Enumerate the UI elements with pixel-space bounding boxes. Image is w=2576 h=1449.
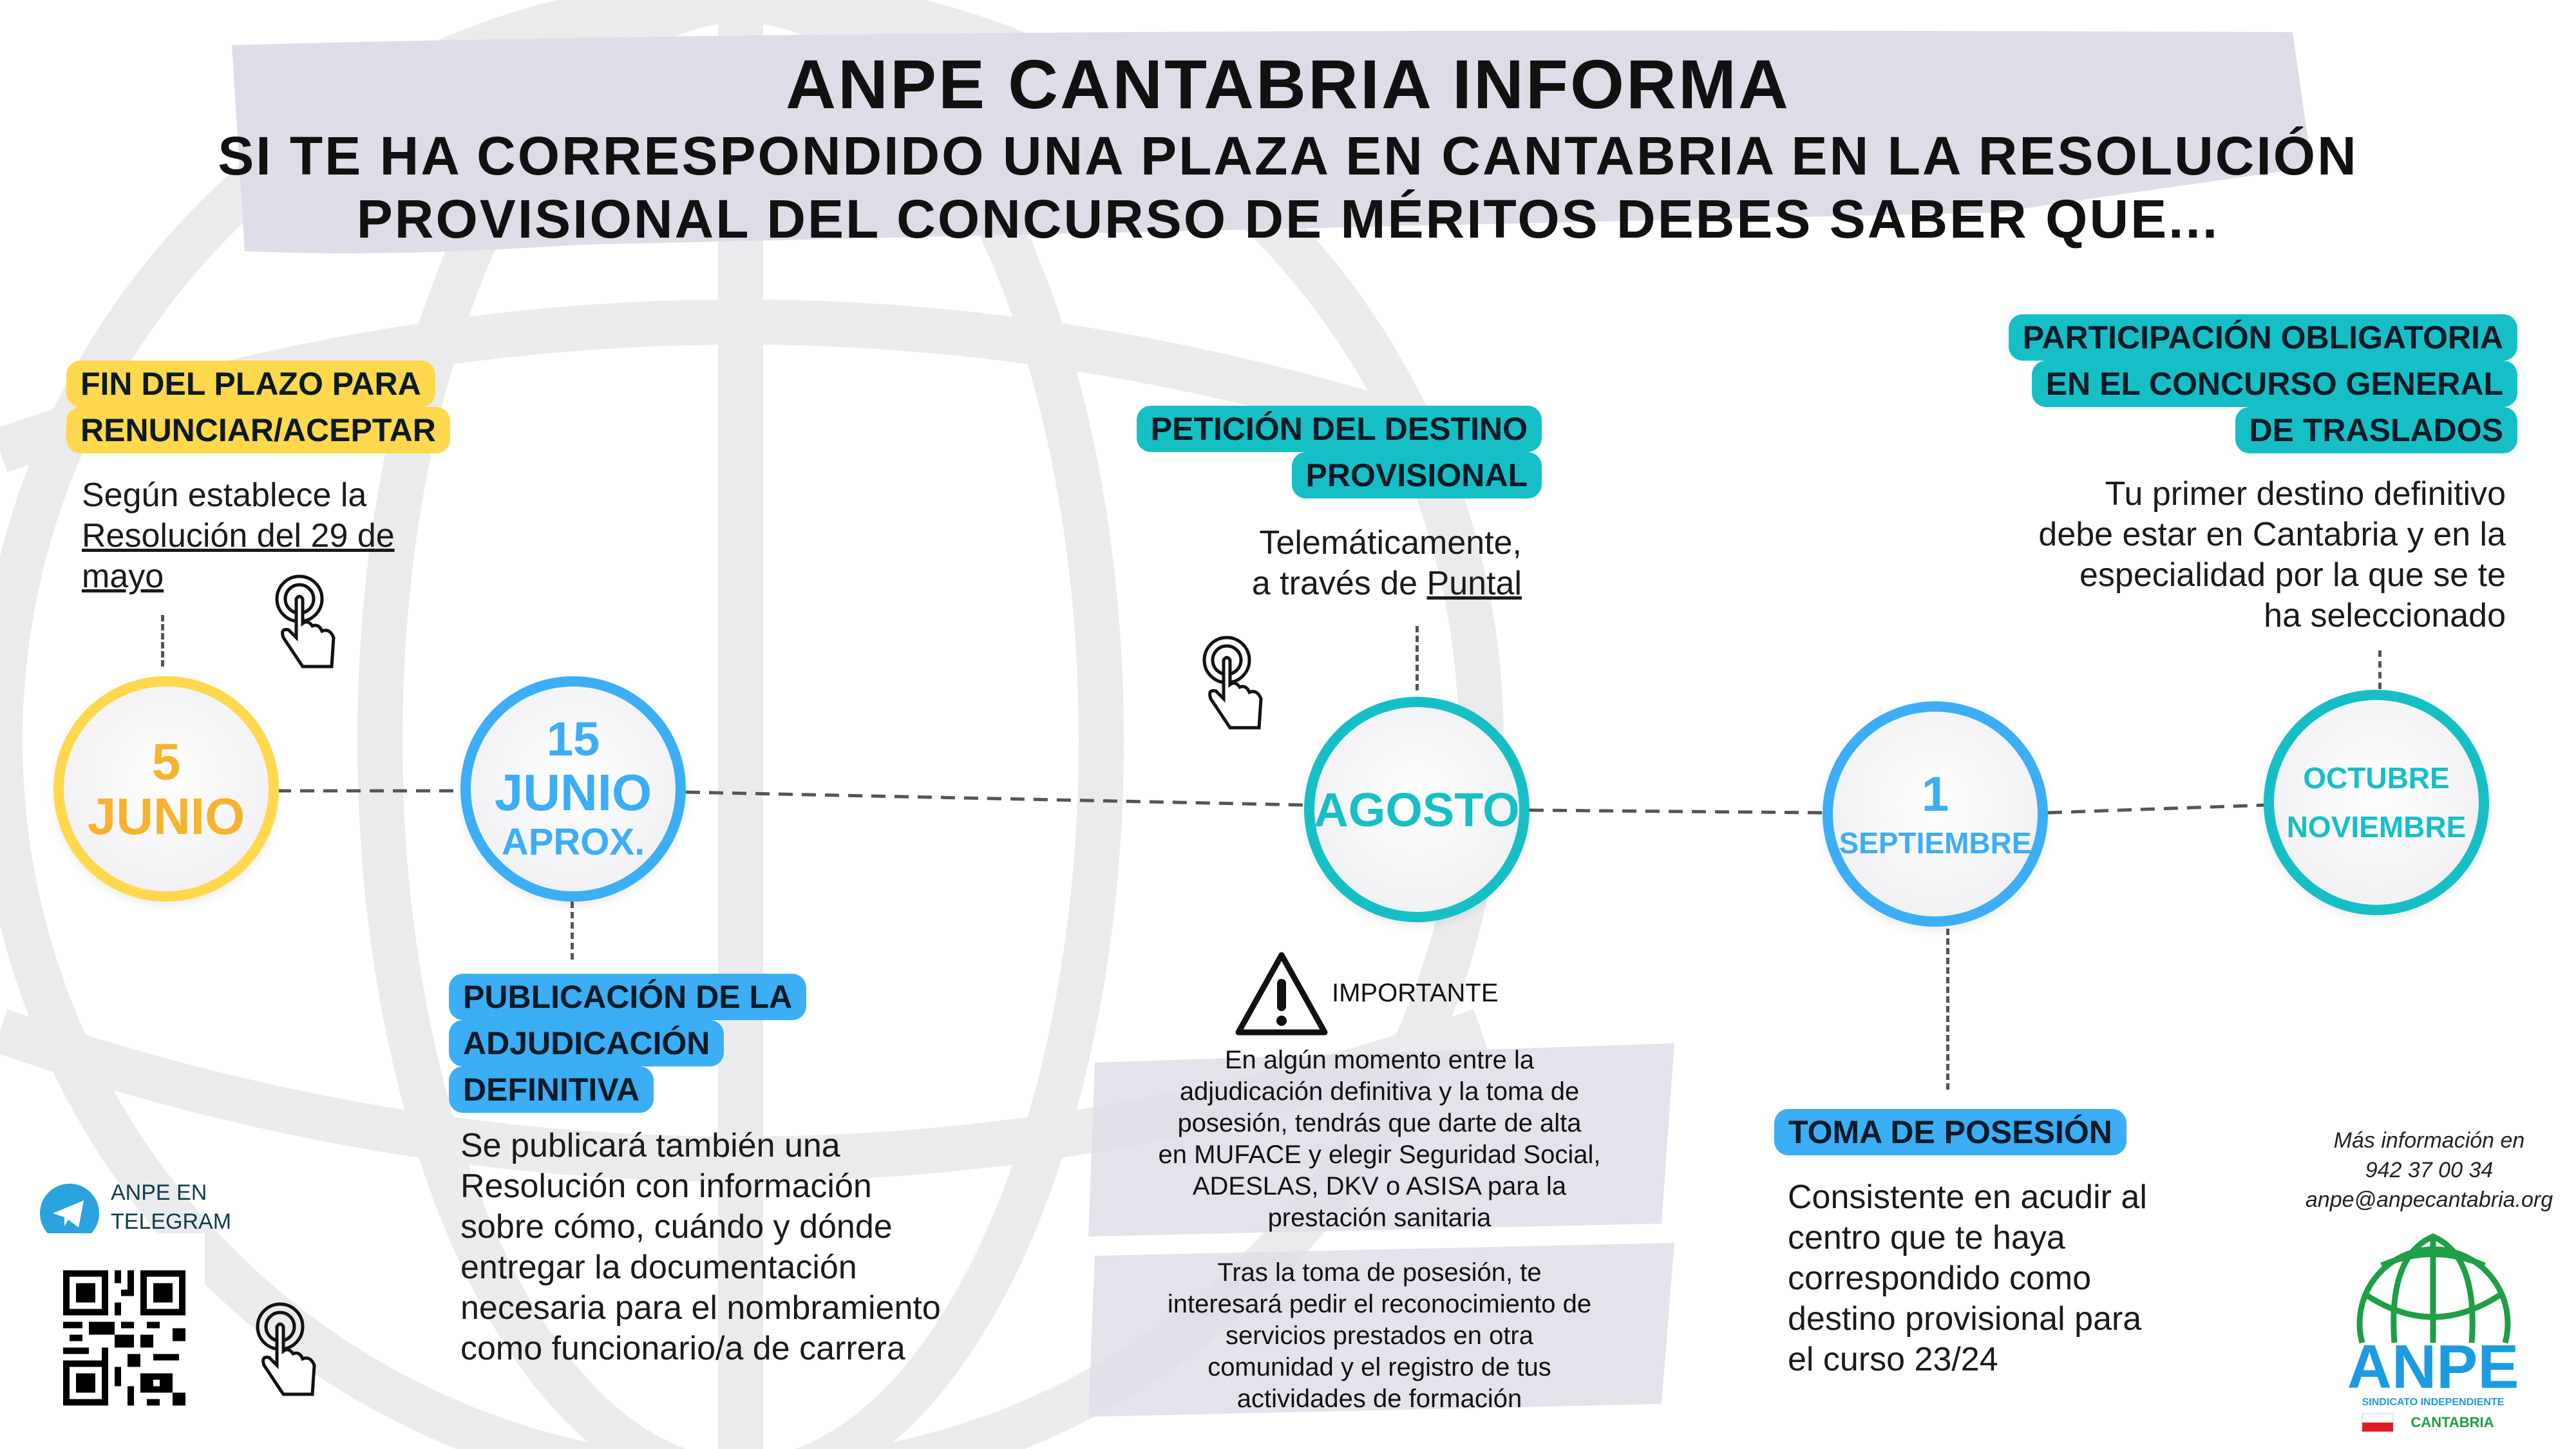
milestone-octubre-noviembre: OCTUBRE NOVIEMBRE [2264, 690, 2489, 915]
connector [2378, 650, 2382, 689]
resolucion-link-cont[interactable]: mayo [82, 558, 164, 595]
text-line: En algún momento entre la [1224, 1046, 1535, 1074]
text-line: ADESLAS, DKV o ASISA para la [1192, 1172, 1567, 1200]
milestone-day: 1 [1921, 767, 1949, 822]
page-subtitle-line2: PROVISIONAL DEL CONCURSO DE MÉRITOS DEBE… [356, 189, 2220, 249]
text-line: comunidad y el registro de tus [1208, 1353, 1551, 1381]
tap-hand-icon[interactable] [1198, 634, 1269, 731]
text-participacion: Tu primer destino definitivo debe estar … [2038, 474, 2506, 636]
importante-para2: Tras la toma de posesión, te interesará … [1122, 1257, 1637, 1415]
text-line: sobre cómo, cuándo y dónde [460, 1208, 893, 1245]
logo-region: CANTABRIA [2410, 1414, 2494, 1430]
label-line: PROVISIONAL [1291, 452, 1542, 498]
label-participacion: PARTICIPACIÓN OBLIGATORIA EN EL CONCURSO… [2008, 314, 2517, 453]
tap-hand-icon[interactable] [270, 573, 341, 670]
label-publicacion: PUBLICACIÓN DE LA ADJUDICACIÓN DEFINITIV… [449, 974, 807, 1113]
milestone-1-septiembre: 1 SEPTIEMBRE [1823, 701, 2048, 927]
puntal-link[interactable]: Puntal [1426, 565, 1522, 602]
text-line: Telemáticamente, [1259, 524, 1522, 562]
text-line: Tu primer destino definitivo [2105, 475, 2506, 513]
text-line: servicios prestados en otra [1225, 1321, 1533, 1350]
text-line: destino provisional para [1788, 1300, 2142, 1338]
text-line: correspondido como [1788, 1260, 2092, 1297]
telegram-icon[interactable] [40, 1184, 99, 1243]
label-line: PUBLICACIÓN DE LA [449, 974, 807, 1020]
text-peticion: Telemáticamente, a través de Puntal [1252, 523, 1522, 604]
resolucion-link[interactable]: Resolución del 29 de [82, 517, 395, 554]
text-line: Tras la toma de posesión, te [1217, 1258, 1542, 1287]
contact-info: Más información en 942 37 00 34 anpe@anp… [2299, 1126, 2559, 1215]
milestone-month: JUNIO [494, 763, 652, 821]
milestone-day: 5 [151, 733, 181, 790]
text-line: a través de [1251, 565, 1427, 602]
warning-icon [1235, 952, 1328, 1036]
tap-hand-icon[interactable] [251, 1301, 322, 1397]
milestone-approx: APROX. [501, 820, 645, 863]
label-line: PARTICIPACIÓN OBLIGATORIA [2008, 314, 2517, 361]
milestone-month: NOVIEMBRE [2286, 810, 2467, 844]
connector [161, 615, 164, 667]
contact-phone[interactable]: 942 37 00 34 [2365, 1158, 2494, 1182]
milestone-15-junio: 15 JUNIO APROX. [460, 676, 686, 902]
title-brush-stroke [232, 30, 2312, 254]
contact-heading: Más información en [2333, 1128, 2525, 1153]
text-line: en MUFACE y elegir Seguridad Social, [1158, 1141, 1601, 1169]
text-line: Según establece la [82, 477, 367, 514]
label-line: DE TRASLADOS [2235, 407, 2517, 453]
text-line: debe estar en Cantabria y en la [2038, 516, 2506, 553]
milestone-agosto: AGOSTO [1304, 697, 1530, 922]
label-line: EN EL CONCURSO GENERAL [2031, 361, 2517, 407]
text-toma-posesion: Consistente en acudir al centro que te h… [1788, 1177, 2147, 1380]
label-fin-plazo: FIN DEL PLAZO PARA RENUNCIAR/ACEPTAR [66, 361, 450, 453]
text-line: ANPE EN [111, 1180, 207, 1205]
label-line: ADJUDICACIÓN [449, 1020, 724, 1066]
label-line: TOMA DE POSESIÓN [1774, 1109, 2126, 1155]
text-line: posesión, tendrás que darte de alta [1177, 1109, 1582, 1137]
text-line: prestación sanitaria [1267, 1204, 1492, 1232]
label-toma-posesion: TOMA DE POSESIÓN [1774, 1109, 2126, 1155]
label-line: FIN DEL PLAZO PARA [66, 361, 435, 407]
text-line: ha seleccionado [2264, 597, 2506, 634]
importante-para1: En algún momento entre la adjudicación d… [1122, 1045, 1637, 1234]
page-title: ANPE CANTABRIA INFORMA [786, 45, 1790, 123]
text-line: actividades de formación [1236, 1385, 1522, 1413]
importante-heading: IMPORTANTE [1332, 979, 1499, 1007]
milestone-5-junio: 5 JUNIO [53, 676, 279, 902]
text-line: entregar la documentación [460, 1249, 857, 1286]
timeline-line [277, 789, 2268, 815]
connector [1946, 929, 1949, 1090]
milestone-day: 15 [546, 712, 600, 766]
anpe-cantabria-logo: ANPE SINDICATO INDEPENDIENTE CANTABRIA [2336, 1230, 2530, 1436]
logo-tagline: SINDICATO INDEPENDIENTE [2362, 1397, 2505, 1408]
text-line: necesaria para el nombramiento [460, 1289, 941, 1327]
globe-logo-icon: ANPE SINDICATO INDEPENDIENTE CANTABRIA [2347, 1233, 2519, 1432]
contact-email[interactable]: anpe@anpecantabria.org [2305, 1188, 2553, 1212]
label-line: PETICIÓN DEL DESTINO [1136, 406, 1542, 452]
milestone-month: OCTUBRE [2303, 761, 2450, 795]
text-line: el curso 23/24 [1788, 1341, 1998, 1378]
page-subtitle-line1: SI TE HA CORRESPONDIDO UNA PLAZA EN CANT… [218, 126, 2358, 186]
milestone-month: SEPTIEMBRE [1839, 826, 2032, 860]
label-line: DEFINITIVA [449, 1066, 654, 1113]
text-line: como funcionario/a de carrera [460, 1330, 905, 1367]
text-publicacion: Se publicará también una Resolución con … [460, 1126, 941, 1369]
text-line: adjudicación definitiva y la toma de [1179, 1077, 1580, 1106]
connector [1416, 626, 1419, 690]
text-fin-plazo: Según establece la Resolución del 29 de … [82, 475, 395, 597]
milestone-month: AGOSTO [1314, 782, 1520, 837]
milestone-month: JUNIO [87, 788, 245, 845]
logo-anpe-text: ANPE [2347, 1332, 2519, 1401]
label-peticion: PETICIÓN DEL DESTINO PROVISIONAL [1136, 406, 1542, 498]
text-line: interesará pedir el reconocimiento de [1167, 1290, 1592, 1318]
text-line: Resolución con información [460, 1168, 872, 1205]
label-line: RENUNCIAR/ACEPTAR [66, 407, 450, 453]
text-line: centro que te haya [1788, 1219, 2065, 1256]
text-line: Se publicará también una [460, 1127, 840, 1164]
connector [571, 902, 574, 960]
telegram-qr-code[interactable] [44, 1233, 205, 1426]
telegram-label: ANPE EN TELEGRAM [111, 1179, 231, 1236]
text-line: especialidad por la que se te [2079, 556, 2506, 594]
text-line: TELEGRAM [111, 1209, 232, 1234]
text-line: Consistente en acudir al [1788, 1179, 2147, 1216]
